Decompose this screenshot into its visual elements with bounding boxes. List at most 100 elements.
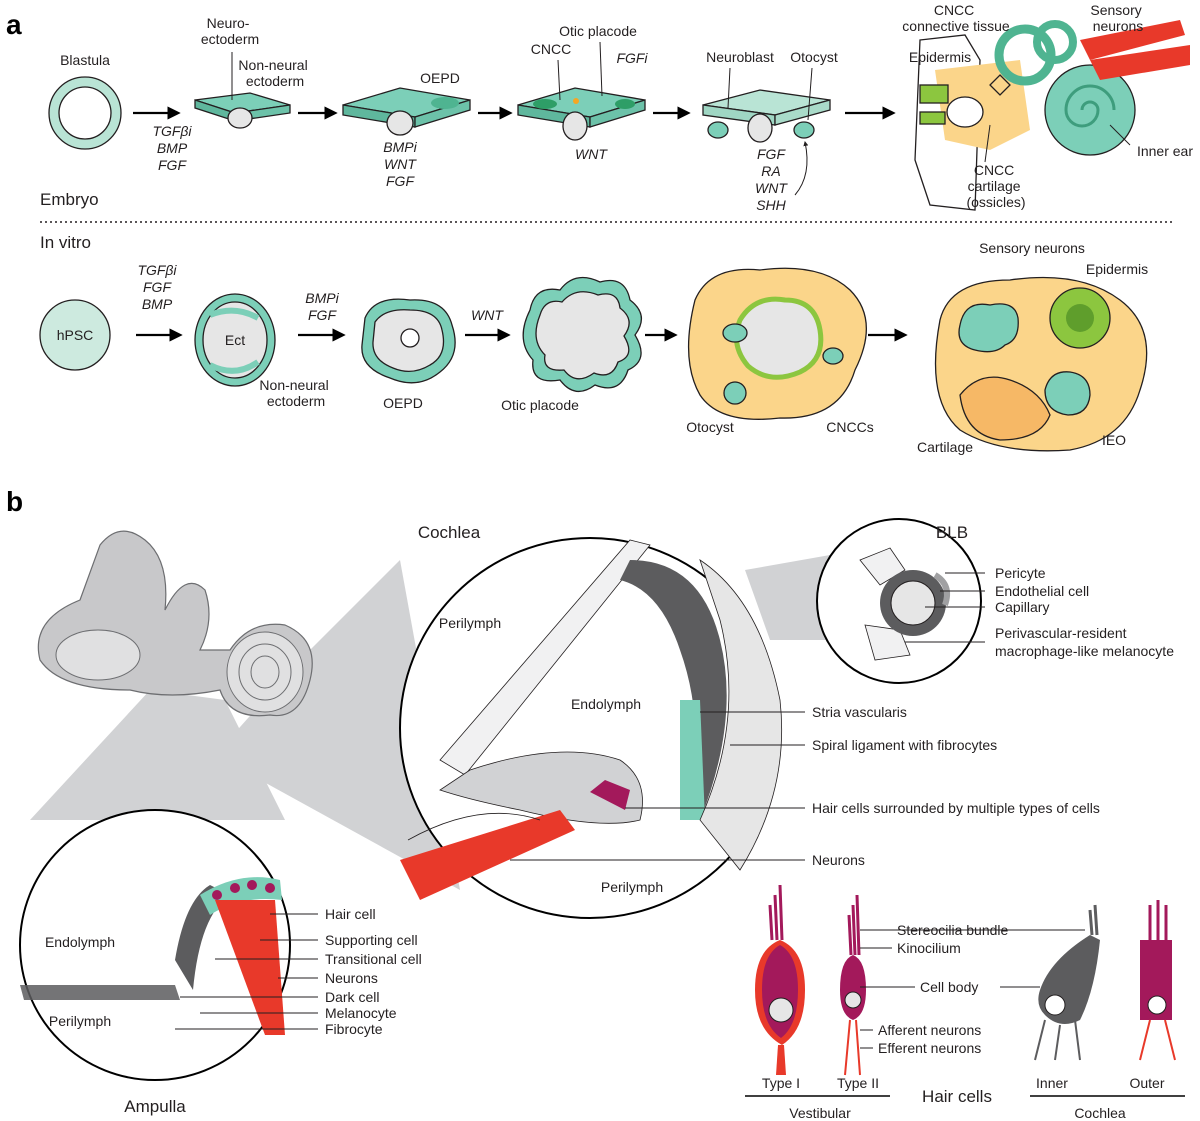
otocyst-embryo-illustration xyxy=(702,89,831,143)
ect-aggregate-illustration xyxy=(194,293,276,387)
label-otocyst-embryo: Otocyst xyxy=(790,49,838,65)
ampulla-endolymph: Endolymph xyxy=(45,934,115,950)
blastula-illustration xyxy=(48,76,122,150)
label-sensory-neurons-embryo: Sensory neurons xyxy=(1090,2,1145,34)
label-transitional-cell: Transitional cell xyxy=(325,951,422,967)
label-efferent-neurons: Efferent neurons xyxy=(878,1040,981,1056)
label-cncc-connective: CNCC connective tissue xyxy=(902,2,1010,34)
cochlea-projection-cone xyxy=(215,560,460,890)
blb-detail-circle xyxy=(816,518,982,684)
factor-tgfbi: TGFβi xyxy=(152,123,192,139)
label-cochlea-haircells: Cochlea xyxy=(1074,1105,1126,1121)
svg-text:FGF: FGF xyxy=(143,279,172,295)
svg-text:FGF: FGF xyxy=(386,173,415,189)
label-capillary: Capillary xyxy=(995,599,1049,615)
label-otic-placode-embryo: Otic placode xyxy=(559,23,637,39)
label-kinocilium: Kinocilium xyxy=(897,940,961,956)
label-stria-vascularis: Stria vascularis xyxy=(812,704,907,720)
label-epidermis-invitro: Epidermis xyxy=(1086,261,1148,277)
cochlea-detail-circle xyxy=(399,537,783,919)
svg-text:BMPi: BMPi xyxy=(305,290,339,306)
ampulla-callouts: Hair cell Supporting cell Transitional c… xyxy=(175,906,422,1037)
label-hair-cell: Hair cell xyxy=(325,906,376,922)
otocyst-cncc-aggregate-illustration xyxy=(687,267,867,420)
svg-text:SHH: SHH xyxy=(756,197,786,213)
svg-text:TGFβi: TGFβi xyxy=(137,262,177,278)
label-type-ii: Type II xyxy=(837,1075,879,1091)
factors-embryo-4: FGF RA WNT SHH xyxy=(755,146,788,213)
label-cell-body: Cell body xyxy=(920,979,978,995)
label-cnccs: CNCCs xyxy=(826,419,873,435)
label-cncc-cartilage: CNCC cartilage (ossicles) xyxy=(966,162,1025,210)
label-neuroblast: Neuroblast xyxy=(706,49,774,65)
label-wnt-embryo: WNT xyxy=(575,146,608,162)
label-fibrocyte: Fibrocyte xyxy=(325,1021,383,1037)
hair-cell-outer xyxy=(1139,900,1176,1061)
label-otic-placode-invitro: Otic placode xyxy=(501,397,579,413)
otic-placode-embryo-illustration xyxy=(517,87,646,141)
label-hair-cells-surrounded: Hair cells surrounded by multiple types … xyxy=(812,800,1100,816)
label-non-neural-ectoderm-invitro: Non-neural ectoderm xyxy=(259,377,332,409)
label-neuroectoderm: Neuro- ectoderm xyxy=(201,15,259,47)
hpsc-circle xyxy=(39,299,111,371)
cochlea-perilymph-bottom: Perilymph xyxy=(601,879,663,895)
panel-b-label: b xyxy=(6,486,23,517)
cochlea-endolymph: Endolymph xyxy=(571,696,641,712)
neuroectoderm-illustration xyxy=(194,92,291,129)
label-hair-cells: Hair cells xyxy=(922,1087,992,1106)
svg-text:RA: RA xyxy=(761,163,780,179)
factors-embryo-2: BMPi WNT FGF xyxy=(383,139,417,189)
label-cncc: CNCC xyxy=(531,41,571,57)
label-fgfi: FGFi xyxy=(616,50,648,66)
label-hpsc: hPSC xyxy=(57,327,94,343)
label-ect: Ect xyxy=(225,332,245,348)
hair-cell-callouts: Stereocilia bundle Kinocilium Cell body … xyxy=(860,922,1085,1056)
ieo-illustration xyxy=(934,276,1148,452)
label-melanocyte-blb: Perivascular-resident macrophage-like me… xyxy=(995,625,1174,659)
label-inner: Inner xyxy=(1036,1075,1068,1091)
label-ampulla-neurons: Neurons xyxy=(325,970,378,986)
label-endothelial-cell: Endothelial cell xyxy=(995,583,1089,599)
label-cartilage: Cartilage xyxy=(917,439,973,455)
label-pericyte: Pericyte xyxy=(995,565,1046,581)
label-stereocilia-bundle: Stereocilia bundle xyxy=(897,922,1009,938)
blb-projection-cone xyxy=(745,555,835,640)
label-spiral-ligament: Spiral ligament with fibrocytes xyxy=(812,737,997,753)
label-non-neural-ectoderm-embryo: Non-neural ectoderm xyxy=(238,57,311,89)
svg-text:WNT: WNT xyxy=(755,180,788,196)
section-label-in-vitro: In vitro xyxy=(40,233,91,252)
label-dark-cell: Dark cell xyxy=(325,989,379,1005)
label-outer: Outer xyxy=(1129,1075,1164,1091)
factors-embryo-1: TGFβi BMP FGF xyxy=(152,123,192,173)
inner-ear-labyrinth-illustration xyxy=(37,530,313,717)
factor-wnt-invitro: WNT xyxy=(471,307,504,323)
factors-invitro-2: BMPi FGF xyxy=(305,290,339,323)
svg-text:BMP: BMP xyxy=(142,296,173,312)
label-ieo: IEO xyxy=(1102,432,1126,448)
svg-text:FGF: FGF xyxy=(757,146,786,162)
hair-cell-type-i xyxy=(755,884,805,1075)
cochlea-perilymph-top: Perilymph xyxy=(439,615,501,631)
section-label-embryo: Embryo xyxy=(40,190,99,209)
label-cochlea-neurons: Neurons xyxy=(812,852,865,868)
label-inner-ear: Inner ear xyxy=(1137,143,1193,159)
hair-cell-type-ii xyxy=(840,894,866,1076)
label-oepd-embryo: OEPD xyxy=(420,70,460,86)
label-epidermis-embryo: Epidermis xyxy=(909,49,971,65)
embryo-ear-illustration xyxy=(914,20,1190,211)
label-vestibular: Vestibular xyxy=(789,1105,851,1121)
svg-text:FGF: FGF xyxy=(308,307,337,323)
hair-cell-inner xyxy=(1034,904,1100,1061)
ampulla-title: Ampulla xyxy=(124,1097,186,1116)
factors-invitro-1: TGFβi FGF BMP xyxy=(137,262,177,312)
label-blastula: Blastula xyxy=(60,52,110,68)
cochlea-title: Cochlea xyxy=(418,523,481,542)
otic-placode-invitro-illustration xyxy=(522,276,642,392)
label-sensory-neurons-invitro: Sensory neurons xyxy=(979,240,1085,256)
cochlea-callouts: Stria vascularis Spiral ligament with fi… xyxy=(510,704,1100,868)
factor-fgf: FGF xyxy=(158,157,187,173)
label-melanocyte: Melanocyte xyxy=(325,1005,397,1021)
label-oepd-invitro: OEPD xyxy=(383,395,423,411)
svg-text:BMPi: BMPi xyxy=(383,139,417,155)
